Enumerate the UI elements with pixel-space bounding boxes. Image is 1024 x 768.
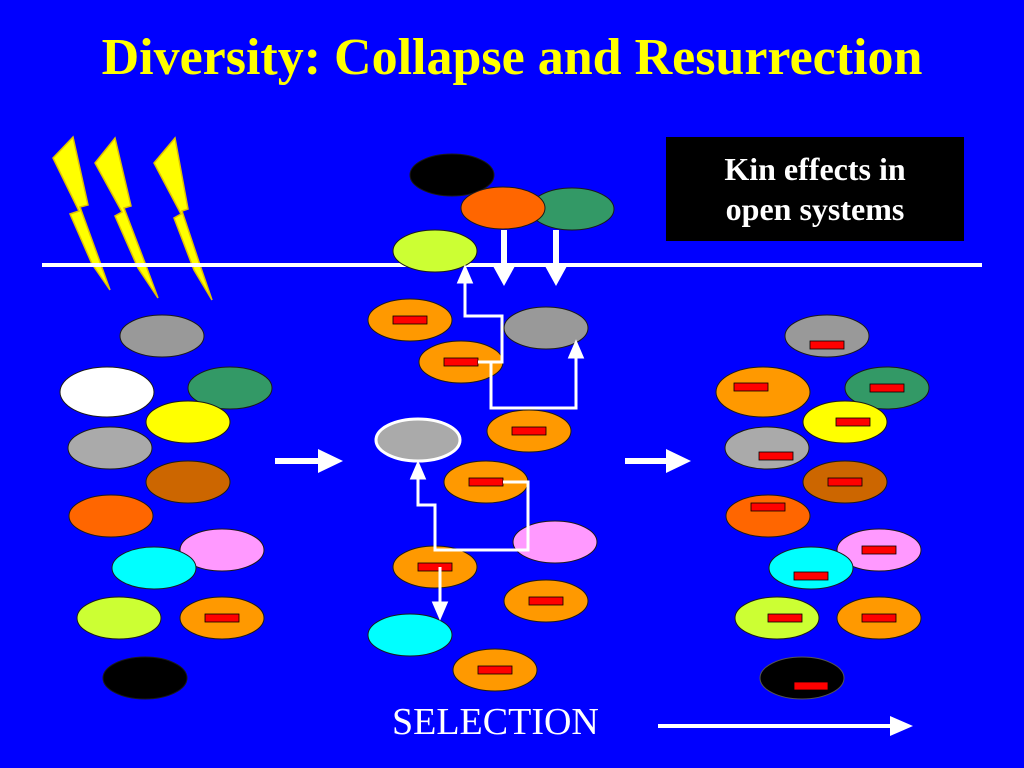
lightning-bolt-icon bbox=[94, 136, 159, 299]
red-bar-marker bbox=[869, 383, 905, 393]
cell bbox=[768, 546, 854, 590]
red-bar-marker bbox=[793, 681, 829, 691]
right-arrow-icon bbox=[275, 449, 343, 473]
red-bar-marker bbox=[511, 426, 547, 436]
cell bbox=[111, 546, 197, 590]
red-bar-marker bbox=[861, 613, 897, 623]
up-arrow-icon bbox=[456, 264, 474, 284]
up-arrow-icon bbox=[567, 339, 585, 359]
red-bar-marker bbox=[809, 340, 845, 350]
middle-population bbox=[367, 153, 615, 692]
red-bar-marker bbox=[477, 665, 513, 675]
connector-lines bbox=[409, 264, 585, 621]
cell bbox=[187, 366, 273, 410]
lightning-bolts bbox=[52, 135, 213, 301]
red-bar-marker bbox=[468, 477, 504, 487]
connector-line bbox=[416, 476, 530, 552]
cell bbox=[724, 426, 810, 470]
red-bar-marker bbox=[733, 382, 769, 392]
red-bar-marker bbox=[204, 613, 240, 623]
cell bbox=[503, 306, 589, 350]
right-arrow-icon bbox=[625, 449, 691, 473]
down-arrow-icon bbox=[545, 230, 567, 286]
selection-label: SELECTION bbox=[392, 701, 599, 743]
cell bbox=[145, 460, 231, 504]
cell bbox=[102, 656, 188, 700]
red-bar-marker bbox=[392, 315, 428, 325]
left-population bbox=[59, 314, 273, 700]
cell bbox=[725, 494, 811, 538]
red-bar-marker bbox=[417, 562, 453, 572]
cell bbox=[460, 186, 546, 230]
connector-line bbox=[463, 280, 504, 364]
cell bbox=[76, 596, 162, 640]
cell bbox=[392, 229, 478, 273]
cell bbox=[68, 494, 154, 538]
cell bbox=[759, 656, 845, 700]
red-bar-marker bbox=[827, 477, 863, 487]
red-bar-marker bbox=[793, 571, 829, 581]
cell bbox=[367, 613, 453, 657]
lightning-bolt-icon bbox=[52, 135, 111, 291]
red-bar-marker bbox=[861, 545, 897, 555]
cell bbox=[67, 426, 153, 470]
cell bbox=[784, 314, 870, 358]
cell bbox=[409, 153, 495, 197]
cell bbox=[374, 417, 462, 463]
right-population bbox=[715, 314, 930, 700]
red-bar-marker bbox=[758, 451, 794, 461]
cell bbox=[145, 400, 231, 444]
cell bbox=[179, 528, 265, 572]
kin-effects-box: Kin effects in open systems bbox=[666, 137, 964, 241]
down-arrow-icon bbox=[431, 601, 449, 621]
up-arrow-icon bbox=[409, 460, 427, 480]
red-bar-marker bbox=[767, 613, 803, 623]
cell bbox=[119, 314, 205, 358]
cell bbox=[59, 366, 155, 418]
red-bar-marker bbox=[443, 357, 479, 367]
cell bbox=[512, 520, 598, 564]
lightning-bolt-icon bbox=[153, 136, 213, 301]
red-bar-marker bbox=[750, 502, 786, 512]
red-bar-marker bbox=[528, 596, 564, 606]
kin-box-line-2: open systems bbox=[725, 191, 905, 227]
down-arrow-icon bbox=[493, 230, 515, 286]
connector-line bbox=[489, 355, 578, 410]
cell bbox=[715, 366, 811, 418]
slide-title: Diversity: Collapse and Resurrection bbox=[101, 29, 923, 86]
kin-box-line-1: Kin effects in bbox=[724, 151, 906, 187]
selection-arrow-icon bbox=[658, 716, 913, 736]
red-bar-marker bbox=[835, 417, 871, 427]
